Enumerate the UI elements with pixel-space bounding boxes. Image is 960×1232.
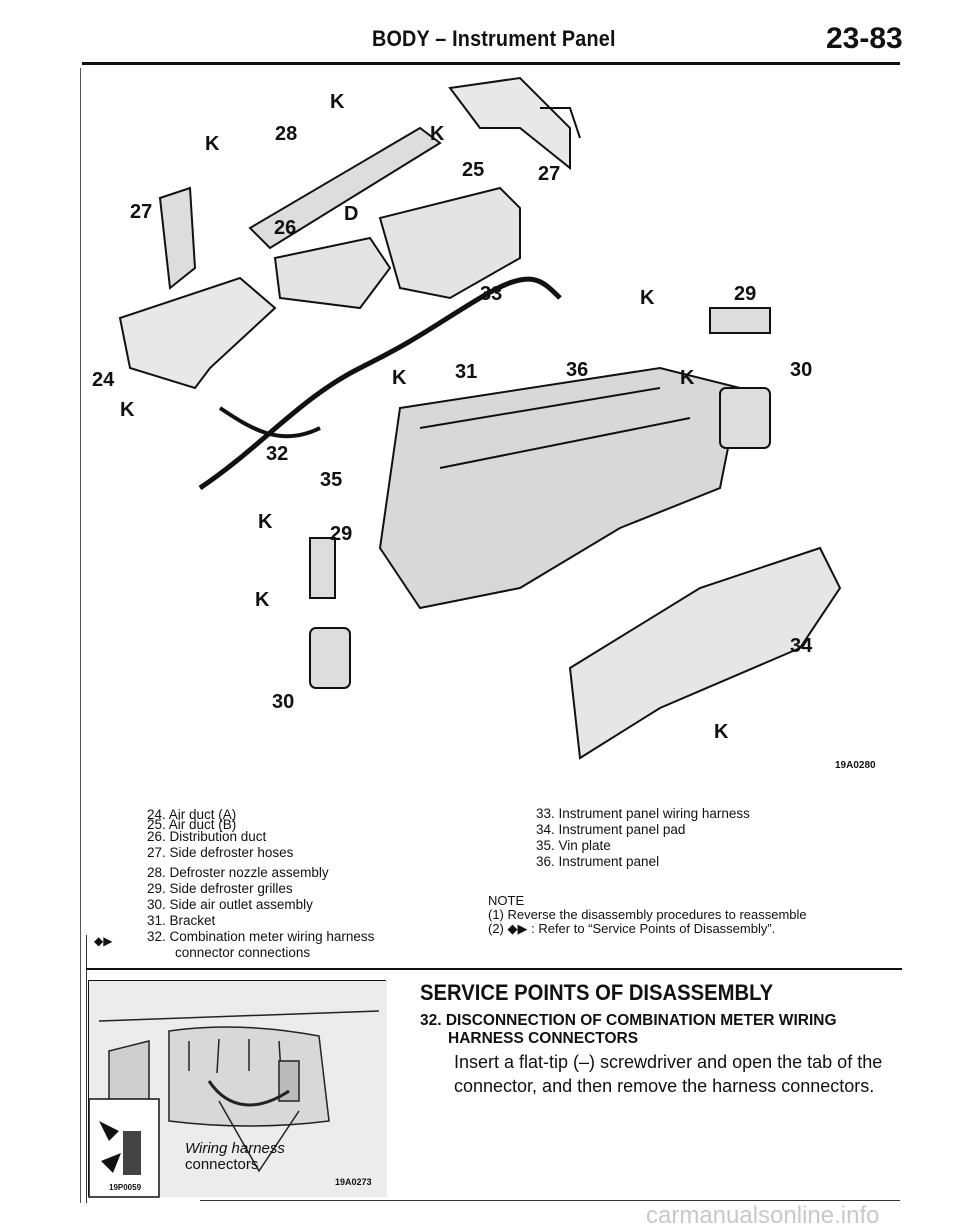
callout-30a: 30 xyxy=(790,359,812,381)
photo-id-left: 19P0059 xyxy=(109,1183,142,1192)
section-divider xyxy=(86,968,902,970)
callout-27b: 27 xyxy=(538,163,560,185)
note-line-2: (2) ◆▶ : Refer to “Service Points of Dis… xyxy=(488,921,776,936)
marker-k-2: K xyxy=(205,133,220,155)
marker-k-6: K xyxy=(392,367,407,389)
left-margin-rule-2 xyxy=(86,935,87,1203)
marker-k-4: K xyxy=(640,287,655,309)
note-line-1: (1) Reverse the disassembly procedures t… xyxy=(488,907,807,922)
legend-item: 27. Side defroster hoses xyxy=(147,845,294,860)
page-title: BODY – Instrument Panel xyxy=(372,26,616,51)
legend-left: 24. Air duct (A) 25. Air duct (B) 26. Di… xyxy=(147,807,374,961)
legend-item: 33. Instrument panel wiring harness xyxy=(536,806,750,821)
legend-item: 24. Air duct (A) xyxy=(147,807,237,822)
legend-item: connector connections xyxy=(175,945,311,960)
legend-item: 36. Instrument panel xyxy=(536,854,660,869)
marker-d: D xyxy=(344,203,358,225)
air-duct-b-shape xyxy=(448,76,571,171)
subtitle-line-2: HARNESS CONNECTORS xyxy=(448,1030,639,1047)
header-rule xyxy=(82,62,900,65)
defroster-nozzle-shape xyxy=(248,126,442,250)
callout-35: 35 xyxy=(320,469,342,491)
marker-k-5: K xyxy=(120,399,135,421)
side-outlet-left-shape xyxy=(309,627,351,689)
callout-30b: 30 xyxy=(272,691,294,713)
watermark: carmanualsonline.info xyxy=(646,1202,880,1229)
note-block: NOTE (1) Reverse the disassembly procedu… xyxy=(488,894,807,936)
photo-label: Wiring harness connectors xyxy=(185,1141,285,1173)
callout-34: 34 xyxy=(790,635,813,657)
legend-item: 25. Air duct (B) xyxy=(147,817,237,832)
distribution-duct-2-shape xyxy=(273,236,392,310)
legend-item: 26. Distribution duct xyxy=(147,829,267,844)
left-margin-rule xyxy=(80,68,81,1203)
legend-right: 33. Instrument panel wiring harness 34. … xyxy=(536,806,750,870)
side-hose-right-shape xyxy=(540,107,581,139)
exploded-diagram: 24 25 26 27 27 28 29 29 30 30 31 32 33 3… xyxy=(92,76,876,771)
section-body: Insert a flat-tip (–) screwdriver and op… xyxy=(454,1052,883,1096)
callout-28: 28 xyxy=(275,123,297,145)
section-title: SERVICE POINTS OF DISASSEMBLY xyxy=(420,980,774,1005)
page-number: 23-83 xyxy=(826,22,903,55)
photo-id-right: 19A0273 xyxy=(335,1177,372,1187)
side-hose-left-shape xyxy=(158,186,197,290)
footer-rule xyxy=(200,1200,900,1201)
callout-29a: 29 xyxy=(734,283,756,305)
subtitle-line-1: 32. DISCONNECTION OF COMBINATION METER W… xyxy=(420,1012,837,1029)
legend-item: 29. Side defroster grilles xyxy=(147,881,293,896)
air-duct-a-shape xyxy=(118,276,277,390)
marker-k-7: K xyxy=(680,367,695,389)
callout-24: 24 xyxy=(92,369,115,391)
marker-k-10: K xyxy=(714,721,729,743)
section-subtitle: 32. DISCONNECTION OF COMBINATION METER W… xyxy=(420,1012,837,1048)
harness-photo: Wiring harness connectors 19P0059 19A027… xyxy=(88,980,387,1198)
grille-left-shape xyxy=(309,537,336,599)
instrument-panel-shape xyxy=(378,366,742,610)
callout-29b: 29 xyxy=(330,523,352,545)
photo-label-line-1: Wiring harness xyxy=(185,1140,285,1157)
marker-k-1: K xyxy=(330,91,345,113)
diagram-id-label: 19A0280 xyxy=(835,760,876,771)
legend-item: 32. Combination meter wiring harness xyxy=(147,929,375,944)
callout-27a: 27 xyxy=(130,201,152,223)
legend-item: 28. Defroster nozzle assembly xyxy=(147,865,329,880)
callout-33: 33 xyxy=(480,283,502,305)
legend-item: 31. Bracket xyxy=(147,913,216,928)
distribution-duct-shape xyxy=(378,186,521,300)
callout-26: 26 xyxy=(274,217,296,239)
legend-item: 35. Vin plate xyxy=(536,838,611,853)
marker-k-9: K xyxy=(255,589,270,611)
legend-item: 34. Instrument panel pad xyxy=(536,822,686,837)
photo-label-line-2: connectors xyxy=(185,1156,259,1173)
grille-right-shape xyxy=(709,307,771,334)
note-heading: NOTE xyxy=(488,893,525,908)
reference-symbol: ◆▶ xyxy=(94,934,113,948)
legend-item: 30. Side air outlet assembly xyxy=(147,897,313,912)
marker-k-8: K xyxy=(258,511,273,533)
marker-k-3: K xyxy=(430,123,445,145)
callout-25: 25 xyxy=(462,159,484,181)
callout-31: 31 xyxy=(455,361,477,383)
callout-36: 36 xyxy=(566,359,588,381)
callout-32: 32 xyxy=(266,443,288,465)
side-outlet-right-shape xyxy=(719,387,771,449)
panel-pad-shape xyxy=(568,546,842,760)
harness-illustration xyxy=(88,981,387,1198)
